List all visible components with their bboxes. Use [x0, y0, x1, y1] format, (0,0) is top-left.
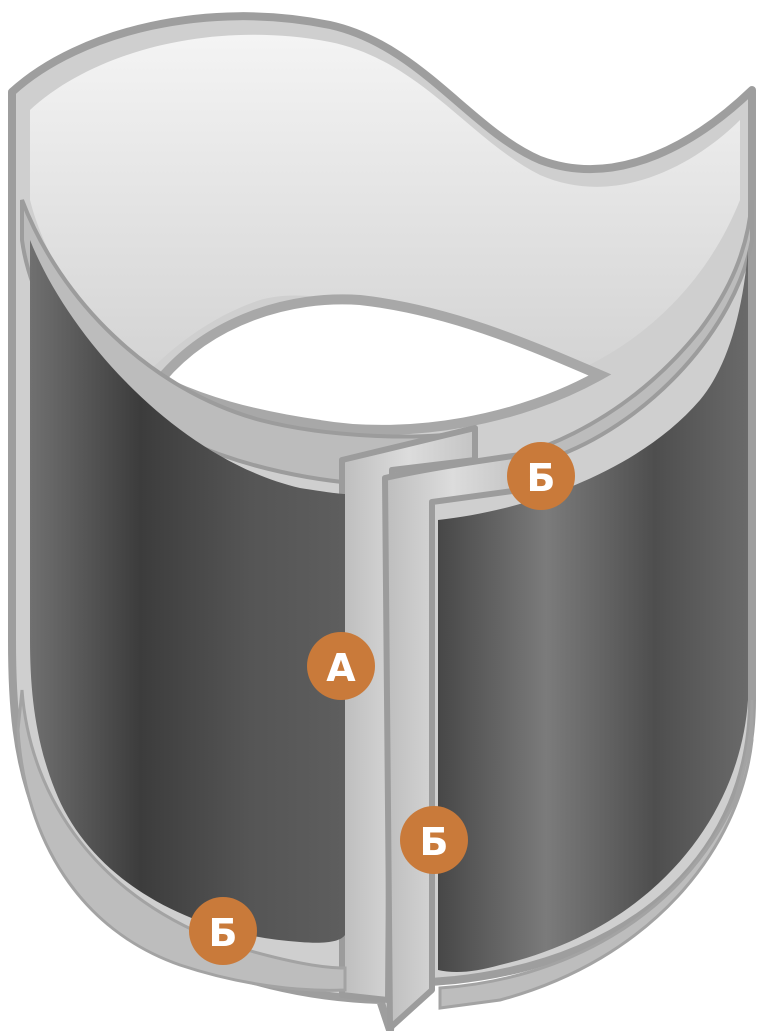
marker-b-top-right: Б [507, 442, 575, 510]
marker-b-bottom-left: Б [189, 897, 257, 965]
marker-b-seam-label: Б [420, 820, 449, 864]
marker-b-seam: Б [400, 806, 468, 874]
marker-a-label: А [326, 646, 356, 690]
marker-b-bottom-left-label: Б [209, 911, 238, 955]
marker-a: А [307, 632, 375, 700]
marker-b-top-right-label: Б [527, 456, 556, 500]
